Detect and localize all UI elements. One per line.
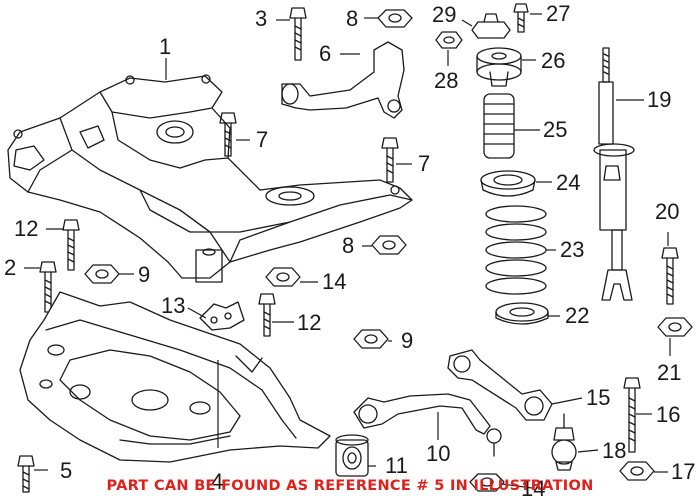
control-arm-part-6 [281, 41, 405, 119]
callout-1: 1 [159, 34, 172, 59]
callout-23: 23 [560, 237, 585, 262]
nut-part-8a [377, 9, 413, 28]
callout-21: 21 [657, 360, 682, 385]
callout-18: 18 [602, 438, 627, 463]
control-arm-part-15 [447, 349, 553, 421]
bolt-part-12a [62, 219, 80, 271]
callout-4: 4 [211, 469, 224, 494]
underbody-shield-part-4 [19, 291, 331, 463]
nut-part-17 [619, 461, 655, 481]
bolt-part-5 [17, 455, 35, 493]
callout-16: 16 [656, 402, 681, 427]
callout-12b: 12 [297, 310, 322, 335]
bolt-part-2 [39, 261, 57, 313]
callout-13: 13 [161, 293, 186, 318]
callout-10: 10 [426, 441, 451, 466]
boot-part-25 [483, 93, 515, 159]
callout-5: 5 [60, 458, 73, 483]
bracket-part-13 [199, 301, 245, 331]
callout-19: 19 [647, 87, 672, 112]
callout-12a: 12 [14, 216, 39, 241]
callout-28: 28 [434, 68, 459, 93]
callout-8a: 8 [346, 6, 359, 31]
shock-absorber-part-19 [593, 47, 635, 301]
callout-15: 15 [586, 385, 611, 410]
callout-7a: 7 [256, 127, 269, 152]
callout-6: 6 [319, 41, 332, 66]
bolt-part-27 [513, 3, 529, 33]
callout-7b: 7 [418, 151, 431, 176]
callout-3: 3 [255, 6, 268, 31]
callout-29: 29 [432, 2, 457, 27]
callout-25: 25 [543, 117, 568, 142]
callout-20: 20 [655, 199, 680, 224]
bolt-part-16 [623, 377, 641, 453]
callout-17: 17 [671, 459, 696, 484]
callout-26: 26 [541, 48, 566, 73]
spring-seat-part-24 [480, 170, 536, 197]
bolt-part-20 [661, 247, 679, 305]
nut-part-9b [353, 329, 389, 349]
bolt-part-7a [219, 112, 237, 157]
callout-22: 22 [565, 303, 590, 328]
bolt-part-7b [381, 137, 399, 183]
callout-27: 27 [546, 1, 571, 26]
callout-14a: 14 [322, 269, 347, 294]
callout-8b: 8 [342, 233, 355, 258]
bolt-part-12b [258, 293, 276, 337]
coil-spring-part-23 [485, 205, 547, 295]
nut-part-28 [435, 31, 463, 49]
nut-part-14b [469, 473, 505, 492]
ball-joint-part-18 [551, 413, 577, 471]
nut-part-9a [84, 264, 120, 284]
subframe-part-1 [7, 74, 413, 283]
callout-9b: 9 [401, 328, 414, 353]
nut-part-14a [265, 267, 301, 287]
nut-part-21 [657, 317, 693, 337]
callout-24: 24 [556, 170, 581, 195]
leader-lines [24, 13, 671, 489]
callout-9a: 9 [138, 262, 151, 287]
callout-11: 11 [385, 453, 408, 478]
callout-14b: 14 [521, 476, 546, 501]
bolt-part-3 [289, 7, 307, 61]
strut-mount-part-26 [476, 47, 522, 87]
spring-seat-part-22 [495, 302, 549, 325]
bushing-part-11 [335, 434, 369, 477]
reference-note: PART CAN BE FOUND AS REFERENCE # 5 IN IL… [106, 478, 594, 494]
nut-part-8b [371, 235, 407, 255]
callout-2: 2 [4, 255, 17, 280]
control-arm-part-10 [353, 393, 502, 457]
cap-part-29 [471, 13, 511, 39]
